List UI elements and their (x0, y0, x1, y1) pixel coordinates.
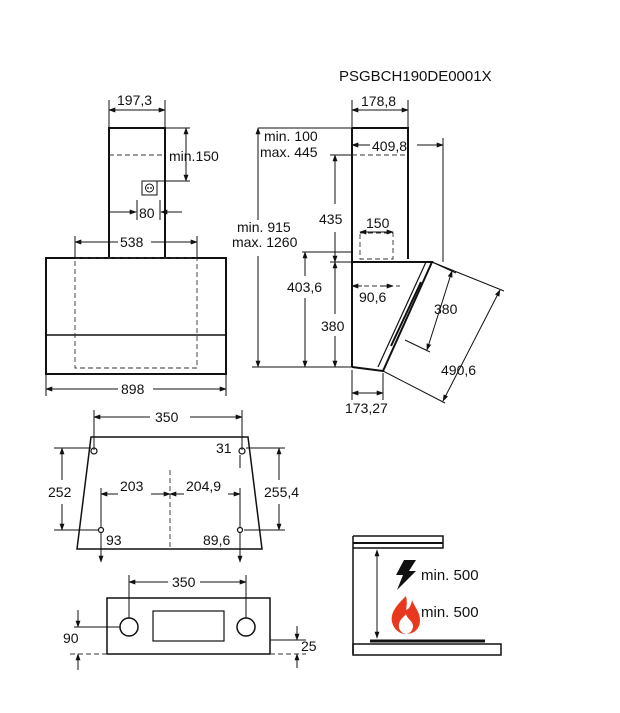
dim-chimney-overlap-max: max. 445 (260, 144, 318, 160)
dim-lower-height: 380 (321, 318, 345, 334)
dim-wall-plate-right: 25 (301, 638, 317, 654)
dim-plate-left-center: 203 (120, 478, 144, 494)
dim-bracket-width: 538 (120, 234, 144, 250)
outlet-dashed (359, 232, 394, 260)
dim-plate-right-height: 255,4 (264, 484, 299, 500)
hood-body-outline (45, 257, 227, 375)
side-view: 178,8 409,8 min. 100 max. 445 min. 915 m… (232, 93, 505, 416)
clearance-gas-label: min. 500 (421, 604, 479, 621)
bracket-plate-view: 350 31 252 255,4 203 204,9 93 89,6 (48, 409, 299, 563)
dim-panel-length: 380 (434, 301, 458, 317)
dim-plate-bottom-left: 93 (106, 532, 122, 548)
dim-chimney-height: 435 (319, 211, 343, 227)
hood-side-body (351, 261, 434, 373)
front-view: 197,3 min.150 80 538 898 (45, 92, 227, 397)
bracket-plate-outline (76, 436, 263, 550)
cooktop-outline (352, 643, 502, 656)
dim-plate-hole-spacing: 350 (155, 409, 179, 425)
dim-bottom-depth: 173,27 (345, 400, 388, 416)
dim-chimney-min-offset: min.150 (169, 148, 219, 164)
dim-hood-width: 898 (121, 381, 145, 397)
bracket-hole-bottom-right (236, 526, 244, 534)
dim-depth-top: 178,8 (361, 93, 396, 109)
dim-chimney-overlap-min: min. 100 (264, 128, 318, 144)
gas-flame-icon (391, 596, 420, 634)
dim-plate-bottom-right: 89,6 (203, 532, 230, 548)
wall-plate-view: 350 90 25 (63, 574, 317, 670)
dim-total-depth: 409,8 (372, 138, 407, 154)
wall-plate-window (152, 610, 225, 642)
dim-chimney-width: 197,3 (117, 92, 152, 108)
dim-plate-edge-top: 31 (216, 440, 232, 456)
dim-panel-diagonal: 490,6 (441, 362, 476, 378)
wall-plate-hole-right (236, 617, 256, 637)
dim-body-height: 403,6 (287, 279, 322, 295)
bracket-hole-bottom-left (97, 526, 105, 534)
dim-height-min: min. 915 (237, 219, 291, 235)
lightning-bolt-icon (396, 560, 416, 590)
dim-plate-right-center: 204,9 (186, 478, 221, 494)
dim-plate-left-height: 252 (48, 484, 72, 500)
clearance-view: min. 500 min. 500 (352, 535, 502, 656)
model-number: PSGBCH190DE0001X (339, 68, 492, 85)
dim-height-max: max. 1260 (232, 234, 298, 250)
dim-outlet-width: 150 (366, 215, 390, 231)
dim-wall-plate-left: 90 (63, 630, 79, 646)
power-socket-icon (141, 180, 158, 196)
wall-plate-hole-left (119, 617, 139, 637)
clearance-electric-label: min. 500 (421, 567, 479, 584)
dim-outlet-offset: 90,6 (359, 289, 386, 305)
dim-wall-plate-spacing: 350 (172, 574, 196, 590)
hood-inner-dashed (74, 257, 198, 369)
dim-socket-offset: 80 (139, 205, 155, 221)
wall-plate-outline (106, 597, 271, 655)
